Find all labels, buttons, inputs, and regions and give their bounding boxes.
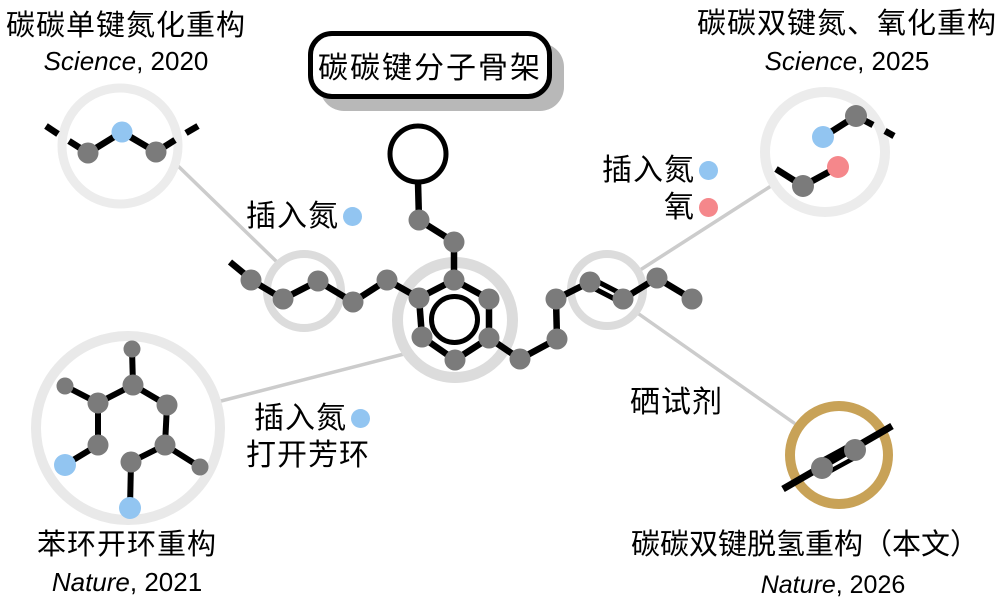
bottomright-journal: Nature, 2026 (733, 571, 933, 599)
topleft-inset-circle (44, 83, 200, 209)
connector-bottomleft (219, 352, 406, 403)
connector-bottomright (634, 310, 796, 425)
main-molecule (227, 123, 703, 371)
title-box: 碳碳键分子骨架 (308, 31, 552, 99)
nitrogen-atom (111, 121, 133, 143)
bottomright-inset-circle (781, 401, 894, 509)
ring-substituent-circle (387, 123, 449, 185)
journal-year: , 2025 (857, 46, 930, 76)
journal-name: Science (43, 46, 137, 76)
bottomleft-journal: Nature, 2021 (0, 567, 254, 597)
journal-name: Science (764, 46, 858, 76)
topright-insert-labels: 插入氮 氧 (586, 154, 718, 224)
chain-insert-n-label: 插入氮 (246, 200, 362, 234)
se-reagent-label: 硒试剂 (630, 386, 723, 419)
nitrogen-dot (351, 409, 370, 429)
connector-topleft (174, 162, 280, 265)
bottomleft-heading: 苯环开环重构 (36, 529, 217, 561)
carbon-atom (77, 142, 99, 164)
nitrogen-dot (699, 161, 718, 181)
nitrogen-atom (54, 454, 76, 476)
carbon-atom (845, 105, 867, 127)
bl-insert-n-text: 插入氮 (254, 402, 347, 435)
topleft-circle-ring (57, 83, 183, 209)
bottomleft-insert-labels: 插入氮 打开芳环 (246, 402, 370, 472)
alkyne-chain-bond (781, 422, 894, 493)
journal-year: , 2026 (835, 571, 906, 599)
journal-year: , 2021 (129, 567, 203, 597)
connector-topright (635, 184, 773, 274)
bottomleft-circle-ring (31, 331, 225, 525)
tr-oxygen-text: 氧 (664, 190, 695, 224)
carbon-atom (792, 175, 814, 197)
carbon-atom (145, 141, 167, 163)
oxygen-dot (699, 197, 718, 217)
figure-title: 碳碳键分子骨架 (318, 52, 542, 85)
bottomright-heading: 碳碳双键脱氢重构（本文） (630, 529, 979, 561)
topright-circle-ring (760, 87, 890, 217)
topleft-heading: 碳碳单键氮化重构 (5, 10, 246, 42)
nitrogen-dot (343, 207, 362, 227)
nitrogen-atom (119, 497, 141, 519)
carbon-atom (844, 439, 866, 461)
benzene-aromatic-circle (429, 294, 480, 345)
topleft-journal: Science, 2020 (0, 46, 252, 76)
chain-insert-n-text: 插入氮 (246, 200, 339, 233)
bottomleft-inset-circle (31, 331, 225, 525)
topright-journal: Science, 2025 (694, 46, 1000, 76)
connector-lines (174, 162, 796, 425)
main-molecule-atoms (240, 209, 703, 371)
oxygen-atom (827, 156, 849, 178)
journal-name: Nature (51, 567, 130, 597)
bottomleft-atoms (56, 340, 209, 476)
carbon-atom (811, 457, 833, 479)
insert-n-row: 插入氮 (246, 402, 370, 436)
topright-heading: 碳碳双键氮、氧化重构 (696, 8, 997, 40)
journal-year: , 2020 (136, 46, 209, 76)
journal-name: Nature (760, 571, 836, 599)
nitrogen-atom (812, 126, 834, 148)
insert-n-row: 插入氮 (602, 154, 718, 188)
bl-open-ring-text: 打开芳环 (246, 438, 370, 472)
tr-insert-n-text: 插入氮 (602, 154, 695, 187)
oxygen-row: 氧 (664, 191, 718, 225)
topright-inset-circle (760, 87, 896, 217)
